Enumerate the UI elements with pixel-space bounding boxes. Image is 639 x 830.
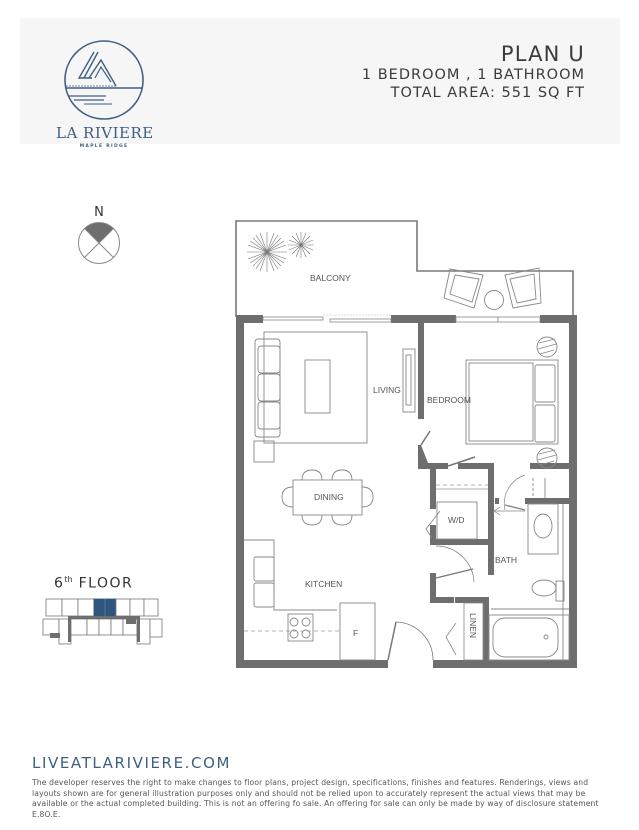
kitchen-counters — [244, 539, 376, 661]
north-compass-icon — [78, 222, 120, 264]
side-table — [253, 440, 275, 463]
bath-closet — [493, 474, 546, 516]
linen-closet — [463, 602, 484, 661]
floor-label: 6th FLOOR — [54, 575, 133, 592]
website-link[interactable]: LIVEATLARIVIERE.COM — [32, 754, 232, 772]
bath-fixtures — [488, 503, 570, 661]
sink — [533, 513, 553, 539]
floor-plan: BALCONY — [230, 215, 580, 679]
balcony-outline — [235, 220, 574, 317]
rug — [263, 331, 368, 444]
vanity — [527, 503, 559, 555]
brand-name: LA RIVIERE — [56, 124, 154, 142]
entry-door — [387, 621, 434, 661]
north-label: N — [94, 205, 104, 220]
toilet — [531, 579, 557, 597]
linen-label: LINEN — [468, 613, 478, 638]
coffee-table — [304, 359, 331, 414]
living-label: LIVING — [373, 385, 401, 395]
floor-suffix: th — [64, 575, 73, 584]
wd-label: W/D — [448, 515, 465, 525]
windows — [262, 316, 541, 323]
sink — [253, 556, 275, 582]
fridge-label: F — [353, 628, 358, 638]
bath-door — [435, 545, 475, 583]
plan-rooms: 1 BEDROOM , 1 BATHROOM — [361, 67, 585, 83]
tv-unit — [402, 348, 416, 413]
brand-subtitle: MAPLE RIDGE — [79, 144, 129, 149]
dining-label: DINING — [314, 492, 344, 502]
bed — [465, 359, 559, 445]
kitchen-label: KITCHEN — [305, 579, 342, 589]
bathtub — [488, 614, 570, 661]
floor-word: FLOOR — [78, 575, 134, 592]
bedroom-door — [420, 430, 476, 467]
balcony-label: BALCONY — [310, 273, 351, 283]
dining-table — [281, 469, 374, 526]
plant-icon — [247, 232, 314, 272]
exterior-walls — [236, 315, 577, 668]
floor-plan-drawing: BALCONY — [235, 220, 577, 668]
disclaimer-text: The developer reserves the right to make… — [32, 778, 599, 819]
north-compass: N — [77, 205, 121, 265]
floor-number: 6 — [54, 575, 65, 592]
stove — [287, 613, 314, 642]
fridge — [339, 602, 376, 661]
triangle-in-circle-logo-icon — [64, 40, 144, 120]
plan-area: TOTAL AREA: 551 SQ FT — [390, 85, 585, 101]
living-furniture — [253, 331, 416, 463]
plan-title: PLAN U — [500, 42, 585, 66]
bedroom-furniture — [465, 336, 559, 469]
keyplan-diagram — [42, 598, 163, 645]
nightstand — [536, 336, 558, 358]
header-band: LA RIVIERE MAPLE RIDGE PLAN U 1 BEDROOM … — [20, 18, 620, 149]
washer-dryer — [436, 501, 478, 540]
plan-info: PLAN U 1 BEDROOM , 1 BATHROOM TOTAL AREA… — [362, 42, 585, 102]
sofa — [254, 338, 281, 438]
brand-logo: LA RIVIERE MAPLE RIDGE — [56, 38, 153, 149]
floor-keyplan: 6th FLOOR — [40, 575, 165, 645]
bath-label: BATH — [495, 555, 517, 565]
patio-chairs — [443, 267, 542, 310]
bedroom-label: BEDROOM — [427, 395, 471, 405]
